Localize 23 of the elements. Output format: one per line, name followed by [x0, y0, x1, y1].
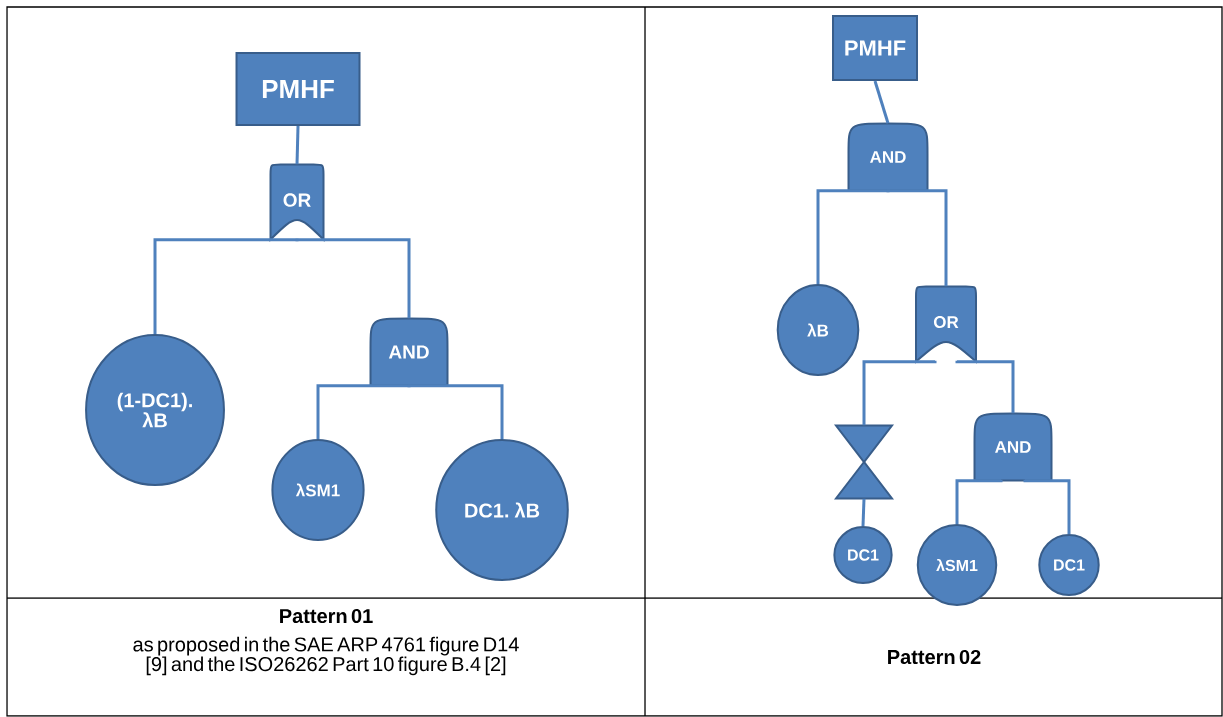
connector-line	[1023, 478, 1071, 534]
connector-line	[295, 125, 300, 165]
and-gate: AND	[369, 317, 449, 387]
connector-line	[955, 478, 1003, 524]
connector-line	[873, 80, 890, 124]
event-box: PMHF	[832, 15, 918, 81]
event-box: PMHF	[235, 52, 361, 126]
table-caption: Pattern 01	[280, 608, 373, 624]
connector-line	[886, 188, 948, 287]
connector-line	[295, 237, 411, 319]
table-caption: as proposed in the SAE ARP 4761 figure D14 [9] and the ISO26262 Part 10 figure B.4 [2]	[133, 636, 519, 676]
or-gate: OR	[915, 285, 977, 363]
and-gate: AND	[973, 412, 1053, 482]
connector-line	[861, 498, 866, 527]
connector-line	[816, 188, 890, 284]
connector-line	[316, 383, 411, 439]
inhibit-gate	[834, 424, 895, 500]
connector-line	[153, 237, 299, 334]
table-caption: Pattern 02	[888, 649, 981, 665]
connector-line	[407, 383, 504, 439]
and-gate: AND	[847, 122, 929, 192]
or-gate: OR	[269, 163, 325, 241]
connector-line	[955, 359, 1015, 414]
